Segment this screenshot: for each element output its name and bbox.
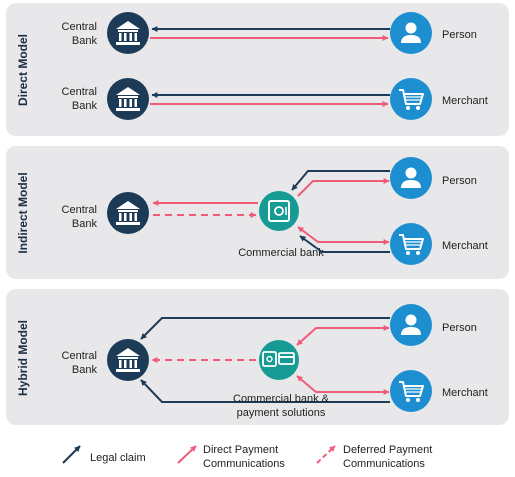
bank-icon bbox=[107, 78, 149, 120]
panel-indirect bbox=[6, 146, 509, 279]
central-bank-label-line1: Central bbox=[62, 350, 97, 362]
commercial-bank-label-line1: Commercial bank & bbox=[233, 393, 330, 405]
legend-deferred-swatch bbox=[316, 445, 336, 464]
commercial-bank-label: Commercial bank bbox=[238, 247, 324, 259]
panel-title-direct: Direct Model bbox=[16, 34, 30, 106]
person-label: Person bbox=[442, 322, 477, 334]
person-icon bbox=[390, 12, 432, 54]
legal-claim-arrow bbox=[140, 379, 390, 403]
central-bank-label-line2: Bank bbox=[72, 364, 98, 376]
central-bank-label-line2: Bank bbox=[72, 218, 98, 230]
person-icon bbox=[390, 304, 432, 346]
person-label: Person bbox=[442, 29, 477, 41]
direct-payment-arrow bbox=[296, 375, 390, 395]
bank-icon bbox=[107, 192, 149, 234]
legend: Legal claim Direct Payment Communication… bbox=[62, 444, 432, 470]
shopping-cart-icon bbox=[390, 370, 432, 412]
central-bank-label-line1: Central bbox=[62, 86, 97, 98]
panel-title-indirect: Indirect Model bbox=[16, 172, 30, 253]
legal-claim-arrow bbox=[140, 317, 390, 340]
direct-payment-arrow bbox=[296, 325, 390, 346]
person-icon bbox=[390, 157, 432, 199]
legend-direct-swatch bbox=[177, 445, 197, 464]
shopping-cart-icon bbox=[390, 223, 432, 265]
direct-payment-arrow bbox=[297, 178, 390, 197]
panel-title-hybrid: Hybrid Model bbox=[16, 320, 30, 396]
central-bank-label-line2: Bank bbox=[72, 35, 98, 47]
legend-legal-claim-label: Legal claim bbox=[90, 452, 146, 464]
bank-icon bbox=[107, 12, 149, 54]
central-bank-label-line1: Central bbox=[62, 21, 97, 33]
legend-legal-claim-swatch bbox=[62, 445, 81, 464]
central-bank-label-line2: Bank bbox=[72, 100, 98, 112]
legend-direct-label-line2: Communications bbox=[203, 458, 285, 470]
central-bank-label-line1: Central bbox=[62, 204, 97, 216]
merchant-label: Merchant bbox=[442, 240, 488, 252]
commercial-bank-label-line2: payment solutions bbox=[237, 407, 326, 419]
direct-payment-arrow bbox=[297, 226, 390, 245]
legend-deferred-label-line1: Deferred Payment bbox=[343, 444, 432, 456]
person-label: Person bbox=[442, 175, 477, 187]
legend-direct-label-line1: Direct Payment bbox=[203, 444, 278, 456]
merchant-label: Merchant bbox=[442, 387, 488, 399]
shopping-cart-icon bbox=[390, 78, 432, 120]
card-icon bbox=[278, 352, 295, 365]
safe-icon bbox=[259, 191, 299, 231]
legend-deferred-label-line2: Communications bbox=[343, 458, 425, 470]
bank-icon bbox=[107, 339, 149, 381]
legal-claim-arrow bbox=[291, 170, 390, 191]
merchant-label: Merchant bbox=[442, 95, 488, 107]
